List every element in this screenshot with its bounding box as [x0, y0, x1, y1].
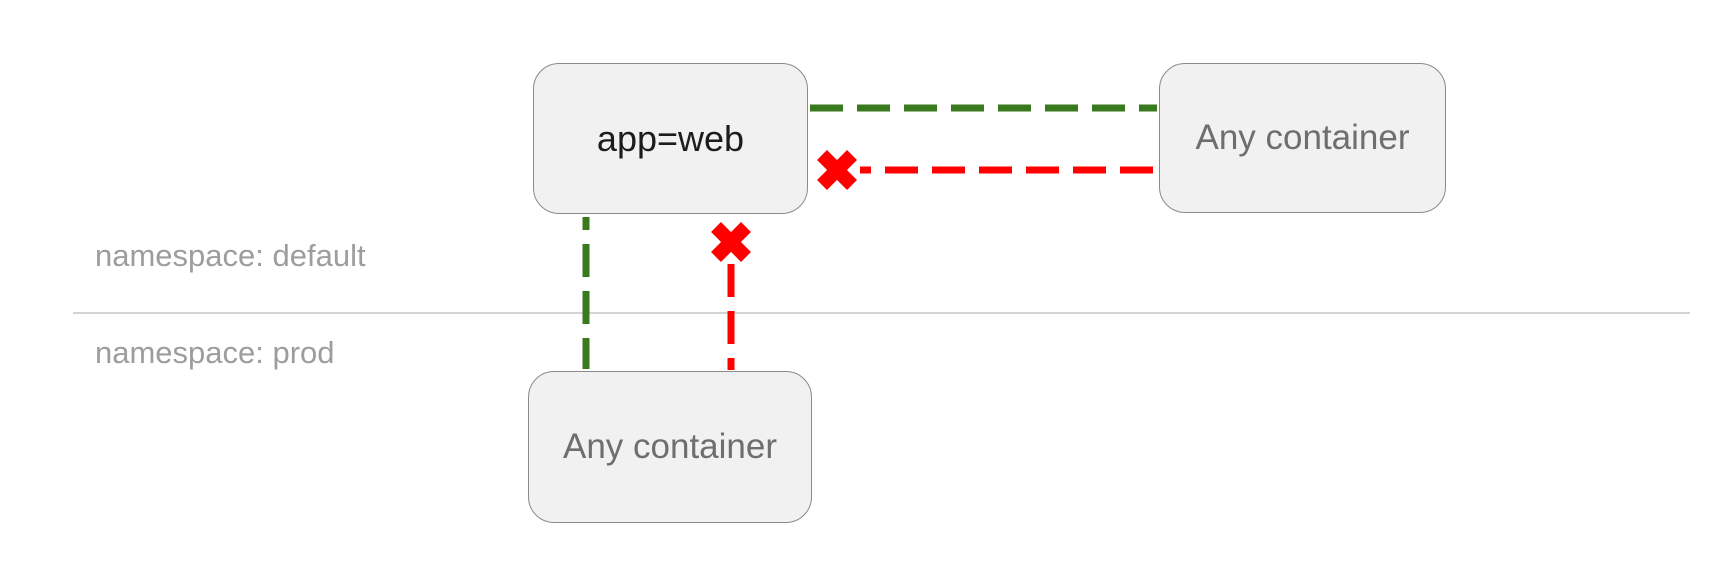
namespace-label-prod: namespace: prod — [95, 335, 335, 370]
node-any-container-prod-label: Any container — [562, 427, 778, 466]
node-app-web: app=web — [533, 63, 808, 214]
node-any-container-prod: Any container — [528, 371, 812, 523]
blocked-x-icon — [711, 222, 751, 262]
namespace-divider — [73, 312, 1690, 314]
node-any-container-default-label: Any container — [1195, 118, 1410, 157]
node-any-container-default: Any container — [1159, 63, 1446, 213]
namespace-label-default: namespace: default — [95, 238, 366, 273]
blocked-x-icon — [817, 150, 857, 190]
node-app-web-label: app=web — [596, 117, 745, 159]
